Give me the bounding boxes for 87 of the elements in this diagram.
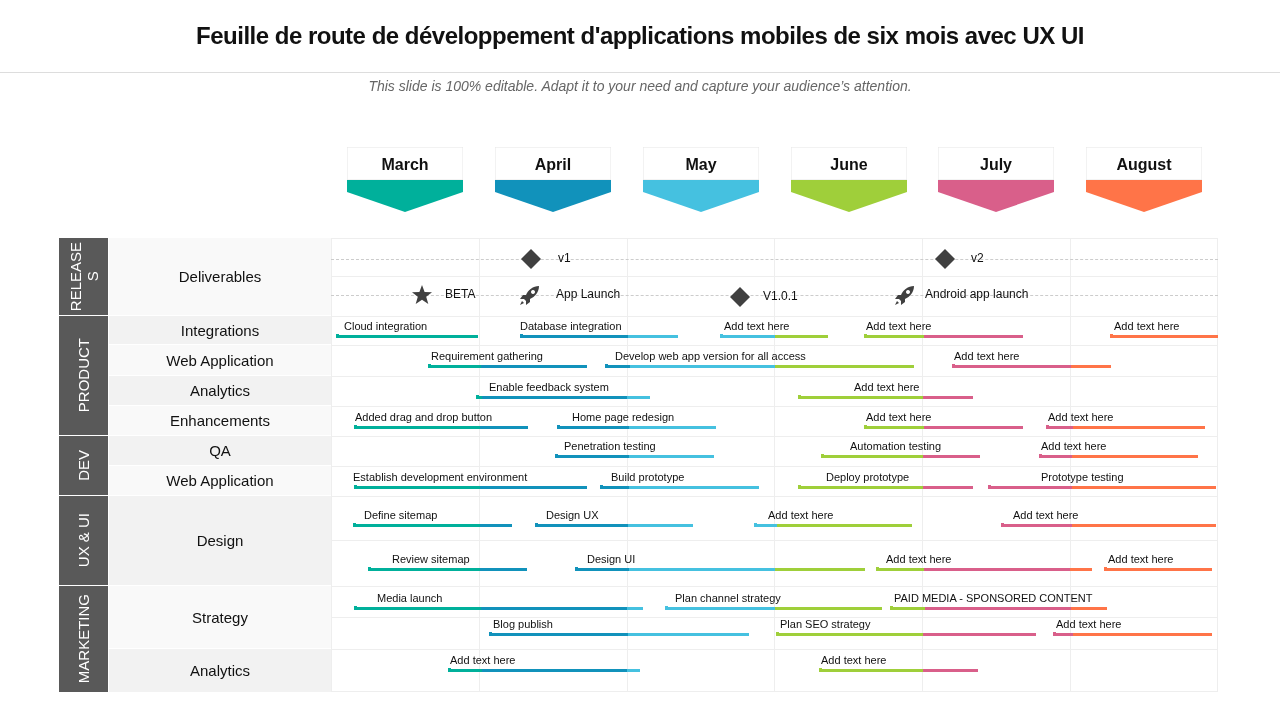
task-label: Plan SEO strategy [780,618,871,631]
task-label: Add text here [450,654,516,667]
row-header [109,238,331,315]
month-banner [791,147,907,212]
task-label: Deploy prototype [826,471,910,484]
row-header [109,376,331,405]
milestone-label: v1 [558,251,571,265]
milestone-label: V1.0.1 [763,289,798,303]
task-label: Home page redesign [572,411,675,424]
row-label: QA [209,442,231,459]
row-header [109,406,331,435]
month-banner [347,147,463,212]
task-label: Add text here [854,381,920,394]
task-label: Define sitemap [364,509,438,522]
task-label: Add text here [768,509,834,522]
task-label: Add text here [886,553,952,566]
milestone-label: Android app launch [925,287,1029,301]
row-header [109,345,331,375]
month-label: June [829,156,869,174]
month-label: March [380,156,430,174]
section-label: MARKETING [75,594,92,684]
task-label: Added drag and drop button [355,411,492,424]
section-label: PRODUCT [75,338,92,413]
section-tab [59,436,108,495]
milestone-label: v2 [971,251,984,265]
row-label: Analytics [190,382,250,399]
task-label: Design UI [587,553,636,566]
subtitle: This slide is 100% editable. Adapt it to your need and capture your audience’s attention. [367,78,913,94]
task-label: Prototype testing [1041,471,1124,484]
row-header [109,436,331,465]
section-label: DEV [75,450,92,481]
task-label: Develop web app version for all access [615,350,806,363]
section-tab [59,496,108,585]
row-label: Deliverables [178,268,262,285]
milestone-label: BETA [445,287,476,301]
section-tab [59,316,108,435]
month-label: July [979,156,1013,174]
task-label: Database integration [520,320,622,333]
row-header [109,466,331,495]
row-label: Integrations [180,321,260,339]
row-label: Enhancements [169,412,271,429]
task-label: Build prototype [611,471,685,484]
row-label: Web Application [166,472,274,489]
row-header [109,316,331,344]
task-label: Enable feedback system [489,381,609,394]
task-label: PAID MEDIA - SPONSORED CONTENT [894,592,1093,605]
row-header [109,649,331,692]
task-label: Add text here [954,350,1020,363]
task-label: Add text here [866,320,932,333]
row-label: Design [196,532,244,549]
task-label: Add text here [724,320,790,333]
task-label: Penetration testing [564,440,656,453]
task-label: Add text here [1041,440,1107,453]
section-tab [59,586,108,692]
task-label: Automation testing [850,440,942,453]
row-header [109,496,331,585]
task-label: Establish development environment [353,471,528,484]
task-label: Design UX [546,509,599,522]
task-label: Add text here [866,411,932,424]
task-label: Add text here [821,654,887,667]
section-label: UX & UI [75,513,92,568]
month-banner [938,147,1054,212]
section-tab [59,238,108,315]
row-label: Web Application [166,351,274,369]
milestone-label: App Launch [556,287,621,301]
task-label: Review sitemap [392,553,470,566]
section-label: RELEASES [66,240,101,314]
task-label: Add text here [1013,509,1079,522]
task-label: Blog publish [493,618,553,631]
row-label: Analytics [190,662,250,679]
month-banner [1086,147,1202,212]
row-label: Strategy [192,608,248,626]
month-banner [495,147,611,212]
month-label: August [1115,156,1173,174]
month-banner [643,147,759,212]
task-label: Add text here [1108,553,1174,566]
slide-title: Feuille de route de développement d'applications mobiles de six mois avec UX UI [195,22,1085,50]
task-label: Plan channel strategy [675,592,781,605]
month-label: May [684,156,718,174]
month-label: April [533,156,573,174]
task-label: Add text here [1114,320,1180,333]
task-label: Requirement gathering [431,350,543,363]
task-label: Media launch [377,592,443,605]
task-label: Add text here [1056,618,1122,631]
task-label: Add text here [1048,411,1114,424]
task-label: Cloud integration [344,320,428,333]
row-header [109,586,331,648]
